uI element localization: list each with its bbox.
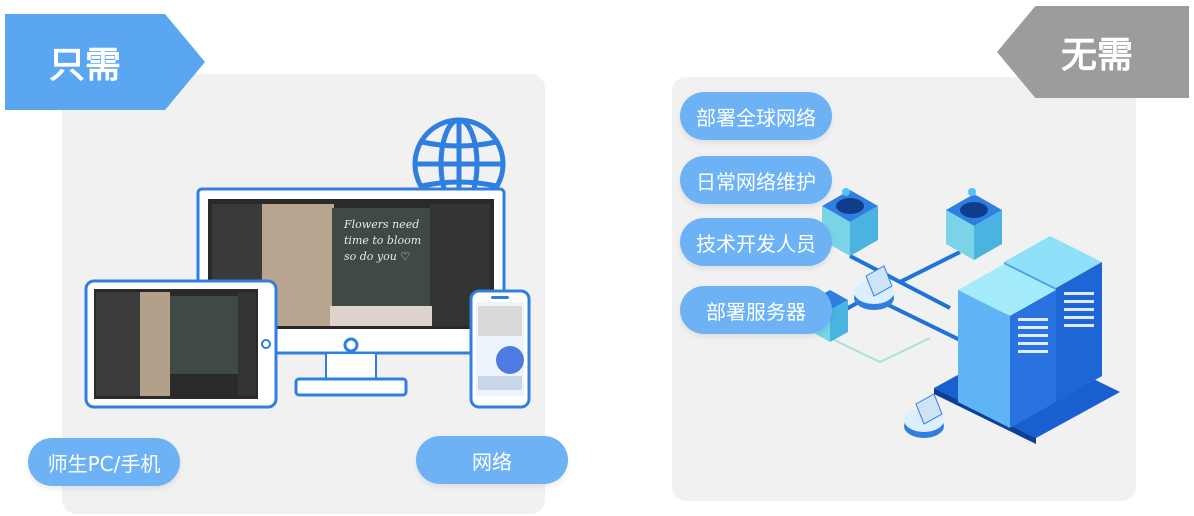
network-node-icon [946,188,1002,260]
network-label-pill: 网络 [416,436,568,484]
blackboard-line-2: time to bloom [344,234,421,247]
no-need-item-network-maintenance: 日常网络维护 [680,156,832,204]
phone-icon [469,289,531,409]
blackboard-line-1: Flowers need [343,218,419,231]
no-need-item-deploy-servers: 部署服务器 [680,286,832,334]
banner-need: 只需 [5,14,205,110]
no-need-item-developers: 技术开发人员 [680,218,832,266]
device-label-pill: 师生PC/手机 [28,438,180,486]
router-icon [854,265,894,310]
blackboard-line-3: so do you ♡ [344,250,410,263]
server-icon [934,236,1120,444]
no-need-item-global-network: 部署全球网络 [680,92,832,140]
tablet-icon [84,279,278,409]
router-icon [904,393,944,438]
banner-no-need: 无需 [997,6,1189,98]
